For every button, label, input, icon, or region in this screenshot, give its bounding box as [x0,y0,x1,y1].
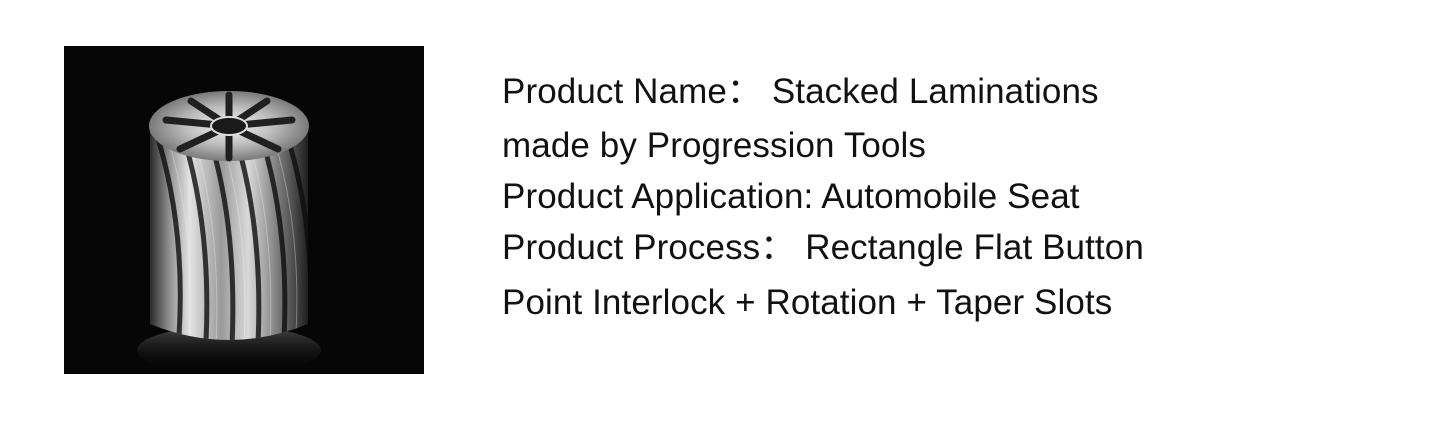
product-photo [64,46,424,374]
product-name-continuation: made by Progression Tools [502,126,927,165]
product-process-continuation: Point Interlock + Rotation + Taper Slots [502,283,1113,322]
stacked-laminations-image [64,46,424,374]
product-name-line: Product Name： Stacked Laminations [502,72,1099,111]
product-process-line: Product Process： Rectangle Flat Button [502,228,1144,267]
product-application-line: Product Application: Automobile Seat [502,177,1080,216]
